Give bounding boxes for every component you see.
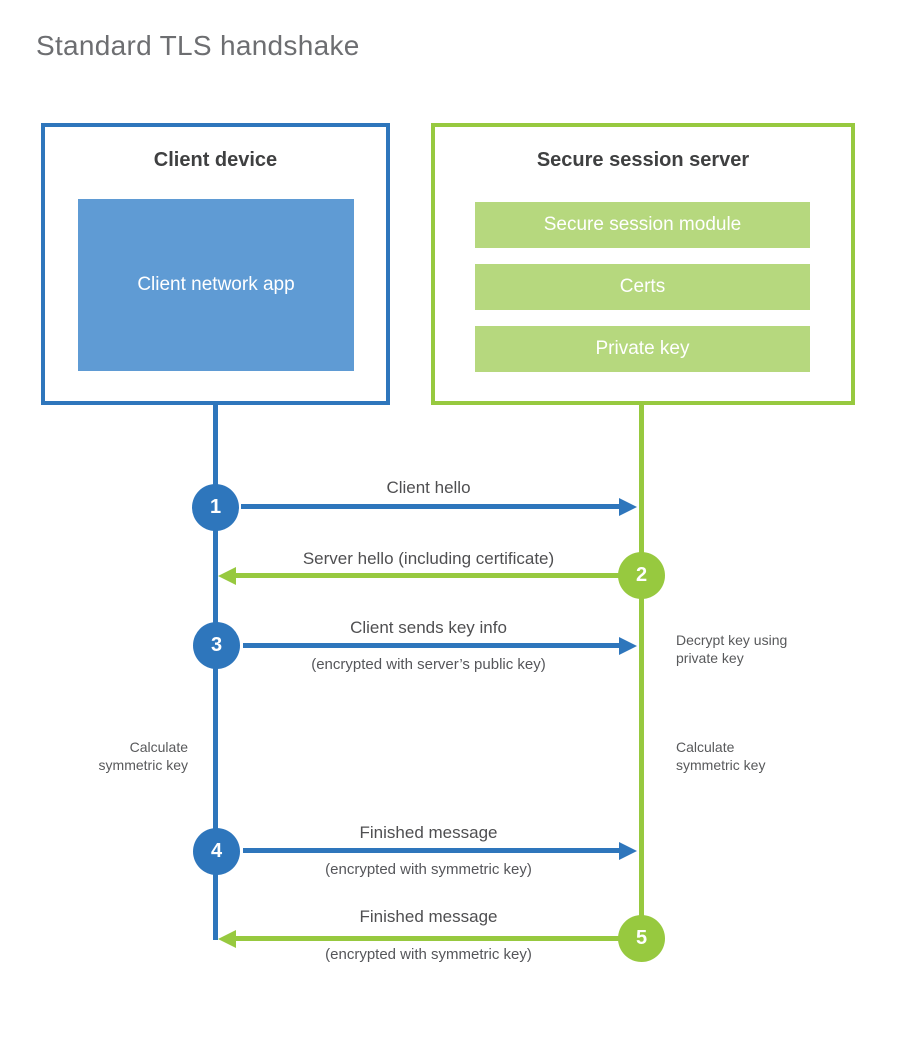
calculate-symmetric-key-note-client: Calculate symmetric key xyxy=(98,739,188,773)
client-device-title: Client device xyxy=(153,149,278,171)
step-4-sublabel: (encrypted with symmetric key) xyxy=(325,861,532,878)
step-3-arrow xyxy=(243,643,619,648)
step-4-arrowhead-right-icon xyxy=(619,842,637,860)
step-4-arrow xyxy=(243,848,619,853)
step-2-badge: 2 xyxy=(618,552,665,599)
step-1-badge: 1 xyxy=(192,484,239,531)
step-2-arrowhead-left-icon xyxy=(218,567,236,585)
step-5-label: Finished message xyxy=(359,907,498,926)
step-5-arrowhead-left-icon xyxy=(218,930,236,948)
step-3-arrowhead-right-icon xyxy=(619,637,637,655)
client-network-app-box: Client network app xyxy=(78,199,354,371)
secure-session-server-box: Secure session server Secure session mod… xyxy=(431,123,855,405)
client-device-box: Client device Client network app xyxy=(41,123,390,405)
step-5-arrow xyxy=(236,936,619,941)
decrypt-key-note: Decrypt key using private key xyxy=(676,632,788,666)
page-title: Standard TLS handshake xyxy=(36,30,360,61)
step-3-label: Client sends key info xyxy=(350,618,507,637)
secure-session-module-bar: Secure session module xyxy=(475,202,810,248)
step-1-label: Client hello xyxy=(386,478,471,497)
step-1-arrowhead-right-icon xyxy=(619,498,637,516)
step-3-badge: 3 xyxy=(193,622,240,669)
step-2-label: Server hello (including certificate) xyxy=(302,549,555,568)
step-3-sublabel: (encrypted with server’s public key) xyxy=(311,656,546,673)
step-1-arrow xyxy=(241,504,619,509)
step-5-badge: 5 xyxy=(618,915,665,962)
step-4-badge: 4 xyxy=(193,828,240,875)
server-lifeline xyxy=(639,405,644,940)
step-5-sublabel: (encrypted with symmetric key) xyxy=(325,946,532,963)
private-key-bar: Private key xyxy=(475,326,810,372)
certs-bar: Certs xyxy=(475,264,810,310)
calculate-symmetric-key-note-server: Calculate symmetric key xyxy=(676,739,766,773)
step-4-label: Finished message xyxy=(359,823,498,842)
step-2-arrow xyxy=(236,573,619,578)
secure-session-server-title: Secure session server xyxy=(536,149,750,171)
client-lifeline xyxy=(213,405,218,940)
